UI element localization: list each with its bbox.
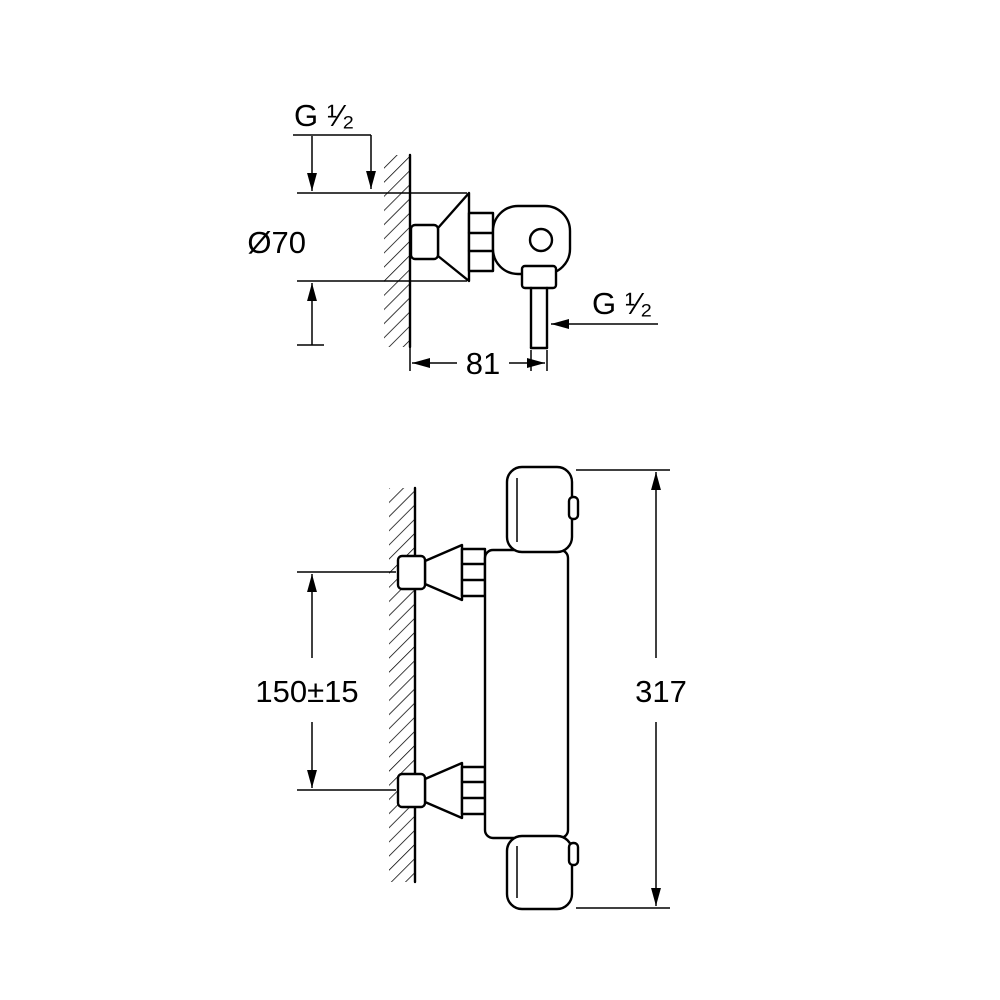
bottom-handle	[505, 834, 574, 911]
hex-union-nut	[460, 765, 487, 816]
connection-spacing-label: 150±15	[255, 674, 358, 709]
diameter-label: Ø70	[247, 225, 306, 260]
thread-outlet-label: G ¹⁄₂	[592, 286, 652, 321]
wall-union-nut	[396, 554, 427, 591]
hex-union-nut	[467, 211, 495, 273]
hex-union-nut	[460, 547, 487, 598]
handle-grip	[567, 495, 580, 521]
wall-distance-label: 81	[466, 346, 500, 381]
wall-hatch	[389, 488, 415, 882]
wall-hatch	[384, 155, 410, 347]
escutcheon-cone	[423, 761, 464, 820]
escutcheon-cone	[436, 191, 471, 283]
valve-screw	[528, 227, 554, 253]
front-view: 150±15 317	[255, 465, 687, 911]
escutcheon-cone	[423, 543, 464, 602]
outlet-union-nut	[520, 264, 558, 290]
handle-grip	[567, 841, 580, 867]
wall-union-nut	[409, 223, 440, 261]
overall-height-label: 317	[635, 674, 687, 709]
thermostat-body	[483, 548, 570, 840]
thread-top-label: G ¹⁄₂	[294, 98, 354, 133]
wall-union-nut	[396, 772, 427, 809]
side-view: G ¹⁄₂ Ø70 G ¹⁄₂ 81	[247, 98, 658, 381]
